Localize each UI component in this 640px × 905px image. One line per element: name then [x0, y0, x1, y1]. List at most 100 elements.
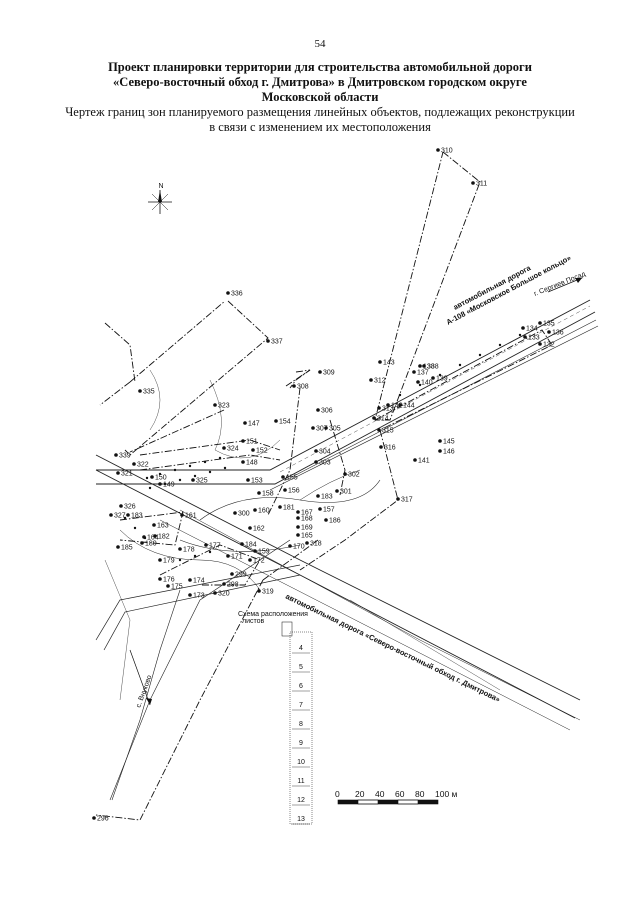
boundary-point-label: 337 [271, 339, 283, 346]
boundary-point-label: 319 [262, 589, 274, 596]
sheet-number: 12 [297, 797, 305, 804]
boundary-point-marker [377, 428, 381, 432]
svg-text:N: N [159, 183, 164, 190]
boundary-point-marker [314, 449, 318, 453]
boundary-point-label: 311 [476, 181, 487, 188]
scale-tick-label: 60 [395, 789, 405, 799]
boundary-point-label: 144 [403, 403, 415, 410]
page-title: Проект планировки территории для строите… [40, 60, 600, 105]
boundary-point-marker [226, 554, 230, 558]
sheet-number: 7 [299, 702, 303, 709]
boundary-point-label: 324 [227, 446, 239, 453]
sheet-number: 11 [297, 778, 304, 785]
boundary-point-label: 305 [329, 426, 341, 433]
boundary-point-label: 326 [124, 504, 136, 511]
scale-tick-label: 0 [335, 789, 340, 799]
boundary-point-marker [152, 523, 156, 527]
boundary-point-marker [471, 181, 475, 185]
boundary-point-label: 339 [119, 453, 131, 460]
boundary-point-marker [241, 460, 245, 464]
boundary-point-marker [324, 426, 328, 430]
boundary-point-label: 314 [377, 416, 389, 423]
boundary-point-marker [281, 475, 285, 479]
subtitle-line: Чертеж границ зон планируемого размещени… [65, 105, 575, 119]
boundary-point-label: 183 [131, 513, 143, 520]
boundary-point-marker [240, 542, 244, 546]
boundary-point-label: 336 [231, 291, 243, 298]
boundary-point-marker [386, 403, 390, 407]
boundary-point-label: 302 [348, 472, 360, 479]
boundary-point-marker [158, 577, 162, 581]
boundary-point-label: 320 [218, 591, 230, 598]
scale-tick-label: 100 м [435, 789, 458, 799]
boundary-point-label: 136 [552, 330, 564, 337]
boundary-point-marker [413, 458, 417, 462]
boundary-point-marker [314, 460, 318, 464]
boundary-point-label: 171 [231, 554, 243, 561]
boundary-points: 3103113363373353383233093083063053073123… [92, 148, 564, 823]
page-subtitle: Чертеж границ зон планируемого размещени… [40, 105, 600, 135]
road-label-bypass: автомобильная дорога «Северо-восточный о… [284, 592, 502, 704]
boundary-point-label: 301 [340, 489, 352, 496]
boundary-point-label: 159 [258, 549, 270, 556]
boundary-point-marker [180, 513, 184, 517]
boundary-point-label: 167 [301, 510, 313, 517]
boundary-point-label: 143 [383, 360, 395, 367]
boundary-point-marker [296, 516, 300, 520]
road-network [95, 299, 599, 801]
boundary-point-label: 168 [301, 516, 313, 523]
boundary-point-label: 322 [137, 462, 149, 469]
boundary-point-marker [372, 416, 376, 420]
title-line: Проект планировки территории для строите… [108, 60, 532, 74]
boundary-point-marker [316, 408, 320, 412]
boundary-point-label: 156 [288, 488, 300, 495]
boundary-point-marker [126, 513, 130, 517]
boundary-point-marker [288, 544, 292, 548]
boundary-point-marker [369, 378, 373, 382]
boundary-point-marker [92, 816, 96, 820]
boundary-point-label: 170 [293, 544, 305, 551]
boundary-point-marker [188, 593, 192, 597]
scale-tick-label: 40 [375, 789, 385, 799]
subtitle-line: в связи с изменением их местоположения [209, 120, 431, 134]
boundary-point-label: 327 [114, 513, 126, 520]
boundary-point-label: 300 [238, 511, 250, 518]
boundary-point-label: 303 [319, 460, 331, 467]
boundary-point-marker [178, 547, 182, 551]
scale-tick-label: 20 [355, 789, 365, 799]
boundary-point-marker [266, 339, 270, 343]
title-line: «Северо-восточный обход г. Дмитрова» в Д… [113, 75, 527, 89]
boundary-point-marker [204, 543, 208, 547]
boundary-point-marker [158, 558, 162, 562]
boundary-point-label: 313 [382, 406, 394, 413]
boundary-point-marker [335, 489, 339, 493]
boundary-point-label: 134 [526, 326, 538, 333]
boundary-point-marker [431, 376, 435, 380]
boundary-point-marker [538, 342, 542, 346]
boundary-point-label: 181 [283, 505, 295, 512]
boundary-point-marker [398, 403, 402, 407]
boundary-point-marker [243, 421, 247, 425]
boundary-point-label: 318 [310, 541, 322, 548]
boundary-point-marker [257, 491, 261, 495]
boundary-point-marker [438, 439, 442, 443]
sheet-number: 9 [299, 740, 303, 747]
boundary-point-label: 175 [171, 584, 183, 591]
boundary-point-label: 180 [145, 541, 157, 548]
boundary-point-label: 151 [246, 439, 258, 446]
boundary-point-label: 140 [421, 380, 433, 387]
boundary-point-marker [283, 488, 287, 492]
boundary-point-label: 147 [248, 421, 260, 428]
boundary-point-label: 312 [374, 378, 386, 385]
boundary-point-marker [422, 364, 426, 368]
boundary-point-marker [213, 403, 217, 407]
boundary-point-marker [296, 533, 300, 537]
boundary-point-marker [116, 545, 120, 549]
boundary-point-marker [278, 505, 282, 509]
boundary-point-marker [251, 448, 255, 452]
boundary-point-label: 153 [251, 478, 263, 485]
boundary-point-marker [153, 534, 157, 538]
boundary-point-marker [318, 507, 322, 511]
